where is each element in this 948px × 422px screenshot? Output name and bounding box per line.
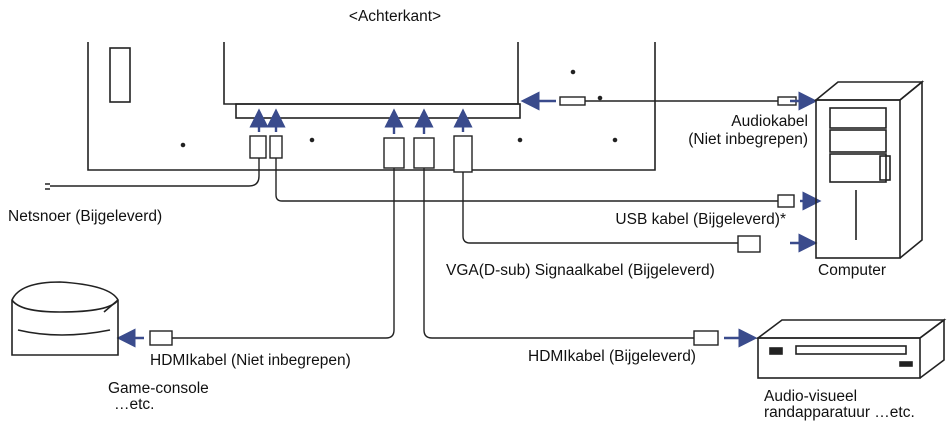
power-cord-line bbox=[50, 158, 260, 187]
hdmi-left-line bbox=[172, 168, 395, 339]
hdmi-plug-end-right-icon bbox=[693, 330, 719, 346]
hdmi-left-label: HDMIkabel (Niet inbegrepen) bbox=[150, 352, 351, 369]
hdmi-right-line bbox=[423, 168, 694, 339]
vga-plug-end-icon bbox=[737, 235, 761, 253]
game-console-label-line2: …etc. bbox=[114, 396, 155, 413]
vga-plug-icon bbox=[453, 135, 473, 173]
power-plug-icon bbox=[249, 135, 267, 159]
monitor-rear-panel bbox=[87, 42, 656, 171]
hdmi-plug-end-left-icon bbox=[149, 330, 173, 346]
hdmi-plug-left-icon bbox=[383, 137, 405, 169]
vga-cable-line bbox=[462, 172, 738, 244]
av-device-label-line2: randapparatuur …etc. bbox=[764, 404, 915, 421]
audio-cable-label-line1: Audiokabel bbox=[731, 113, 808, 130]
game-console-icon bbox=[11, 281, 119, 356]
cables bbox=[45, 100, 778, 339]
usb-cable-label: USB kabel (Bijgeleverd)* bbox=[615, 211, 786, 228]
arrows bbox=[116, 91, 822, 348]
game-console-label-line1: Game-console bbox=[108, 380, 209, 397]
audio-plug-icon bbox=[559, 96, 586, 106]
av-device-icon bbox=[755, 318, 947, 379]
usb-plug-end-icon bbox=[777, 194, 795, 208]
audio-cable-label-line2: (Niet inbegrepen) bbox=[688, 131, 808, 148]
av-device-label-line1: Audio-visueel bbox=[764, 388, 858, 405]
hdmi-plug-right-icon bbox=[413, 137, 435, 169]
power-cord-label: Netsnoer (Bijgeleverd) bbox=[8, 208, 163, 225]
computer-label: Computer bbox=[818, 262, 887, 279]
vga-cable-label: VGA(D-sub) Signaalkabel (Bijgeleverd) bbox=[446, 262, 715, 279]
page-title: <Achterkant> bbox=[348, 8, 442, 25]
usb-plug-icon bbox=[269, 135, 283, 159]
hdmi-right-label: HDMIkabel (Bijgeleverd) bbox=[528, 348, 696, 365]
usb-cable-line bbox=[275, 158, 778, 202]
computer-tower-icon bbox=[813, 80, 925, 259]
